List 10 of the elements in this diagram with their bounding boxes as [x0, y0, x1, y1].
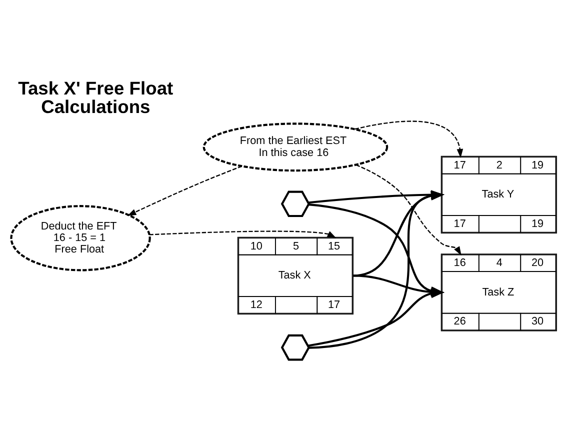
diagram-title: Task X' Free Float Calculations: [18, 77, 174, 116]
arrow: [308, 288, 444, 346]
arrow: [354, 120, 464, 158]
node-ellipse: Deduct the EFT 16 - 15 = 1 Free Float: [10, 204, 151, 271]
node-ellipse: From the Earliest EST In this case 16: [202, 122, 388, 172]
arrow: [356, 164, 462, 256]
arrow: [149, 230, 336, 238]
node-hexagon: [280, 334, 310, 360]
arrow: [127, 165, 242, 216]
node-hexagon: [280, 190, 310, 217]
